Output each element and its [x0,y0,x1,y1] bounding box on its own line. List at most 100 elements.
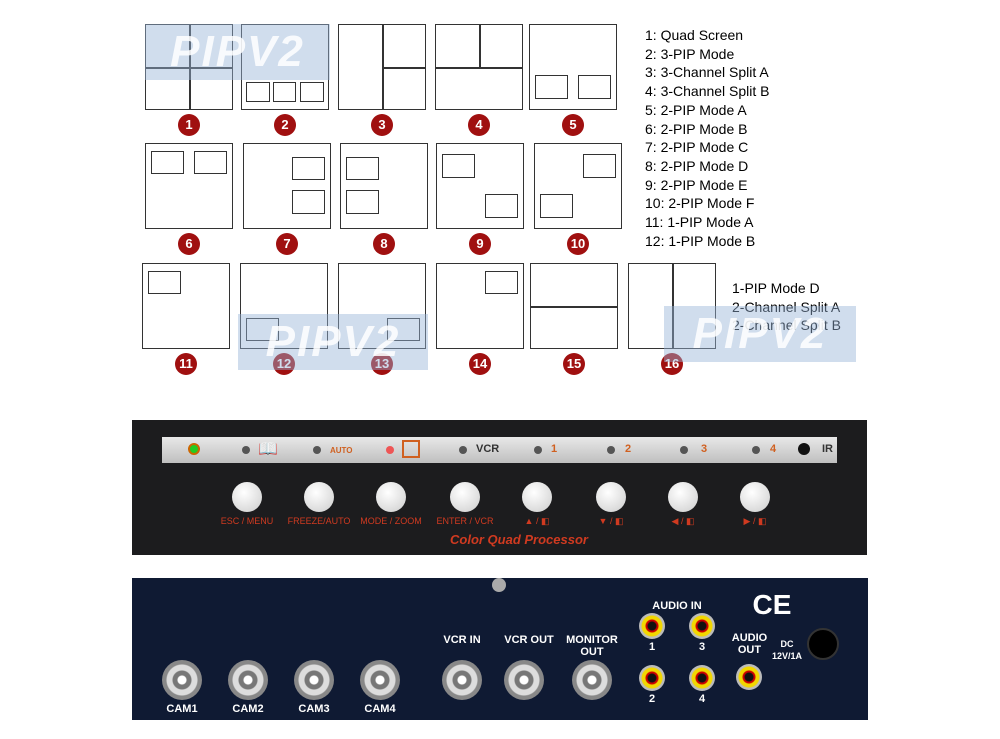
mode-number-badge: 6 [178,233,200,255]
led-2 [607,446,615,454]
legend-item: 1-PIP Mode D [732,280,820,296]
audio-in-port-label: 2 [648,693,656,705]
audio-in-port-label: 1 [648,641,656,653]
legend-item: 4: 3-Channel Split B [645,83,770,100]
bnc-cam2[interactable] [228,660,268,700]
pip-window [292,190,325,214]
vcr-out-label: VCR OUT [504,634,554,646]
zoom-icon [402,440,420,458]
rca-audio-in[interactable] [639,613,665,639]
watermark: PIPV2 [145,24,330,80]
indicator-1: 1 [551,443,558,455]
front-button-5[interactable] [522,482,552,512]
monitor-out-label: MONITOR OUT [566,634,618,658]
rca-audio-in[interactable] [639,665,665,691]
cam-label: CAM3 [298,703,330,715]
legend-item: 6: 2-PIP Mode B [645,120,748,137]
rca-audio-in[interactable] [689,613,715,639]
mode-number-badge: 13 [371,353,393,375]
legend-item: 7: 2-PIP Mode C [645,139,749,156]
mode-diagram-1 [145,24,233,110]
mode-diagram-14 [436,263,524,349]
led-menu [242,446,250,454]
pip-window [194,150,227,175]
rca-audio-out[interactable] [736,664,762,690]
brand-label: Color Quad Processor [450,532,588,547]
watermark: PIPV2 [238,314,428,370]
pip-window [346,156,379,181]
power-led [188,443,200,455]
mode-diagram-16 [628,263,716,349]
mode-number-badge: 10 [567,233,589,255]
legend-item: 2: 3-PIP Mode [645,45,735,62]
pip-window [346,190,379,214]
mode-number-badge: 11 [175,353,197,375]
front-button-1[interactable] [232,482,262,512]
mode-number-badge: 8 [373,233,395,255]
mode-diagram-7 [243,143,331,229]
bnc-vcr-out[interactable] [504,660,544,700]
ce-mark: CE [752,589,792,620]
front-button-8[interactable] [740,482,770,512]
book-icon: 📖 [258,441,278,458]
mode-diagram-11 [142,263,230,349]
dc-power-jack[interactable] [807,628,839,660]
pip-window [292,156,325,181]
mode-number-badge: 5 [562,114,584,136]
mode-number-badge: 1 [178,114,200,136]
front-button-7[interactable] [668,482,698,512]
legend-item: 9: 2-PIP Mode E [645,176,748,193]
mode-diagram-5 [529,24,617,110]
led-3 [680,446,688,454]
bnc-cam3[interactable] [294,660,334,700]
cam-label: CAM1 [166,703,198,715]
pip-window [578,75,611,99]
bnc-monitor-out[interactable] [572,660,612,700]
button-label: ▶ / ◧ [743,516,767,526]
ir-sensor [798,443,810,455]
led-4 [752,446,760,454]
bnc-cam1[interactable] [162,660,202,700]
pip-window [442,154,475,178]
bnc-cam4[interactable] [360,660,400,700]
button-label: ▼ / ◧ [598,516,624,526]
indicator-4: 4 [770,443,777,455]
legend-item: 1: Quad Screen [645,27,744,43]
mode-diagram-6 [145,143,233,229]
dc-label: DC 12V/1A [771,639,803,661]
mode-diagram-3 [338,24,426,110]
pip-window [485,270,518,295]
rca-audio-in[interactable] [689,665,715,691]
audio-in-port-label: 3 [698,641,706,653]
led-zoom [386,446,394,454]
legend-item: 8: 2-PIP Mode D [645,157,749,174]
pip-window [540,194,573,218]
split-line [672,264,674,348]
split-line [479,25,481,67]
front-button-3[interactable] [376,482,406,512]
auto-icon: AUTO [330,446,353,455]
button-label: FREEZE/AUTO [287,516,351,526]
split-line [382,67,425,69]
pip-window [246,82,270,103]
indicator-ir: IR [822,443,833,455]
button-label: ◀ / ◧ [671,516,695,526]
mode-number-badge: 14 [469,353,491,375]
indicator-3: 3 [701,443,708,455]
button-label: ESC / MENU [220,516,274,526]
mode-diagram-8 [340,143,428,229]
front-button-2[interactable] [304,482,334,512]
split-line [146,67,232,69]
mode-diagram-2 [241,24,329,110]
front-button-4[interactable] [450,482,480,512]
pip-window [387,317,420,342]
indicator-vcr: VCR [476,443,500,455]
mode-diagram-12 [240,263,328,349]
front-button-6[interactable] [596,482,626,512]
bnc-vcr-in[interactable] [442,660,482,700]
legend-item: 2-Channel Split A [732,298,841,315]
pip-window [583,154,616,178]
